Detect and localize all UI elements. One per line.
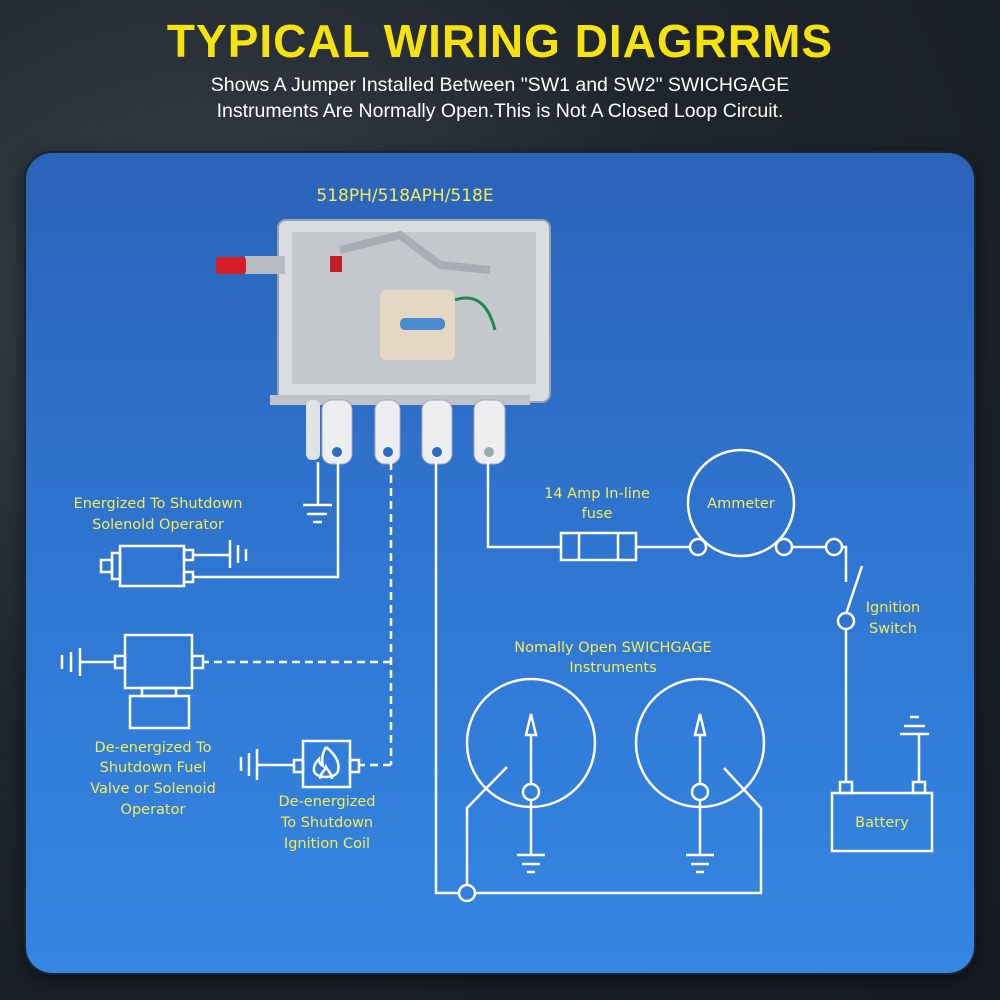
swichgage-gauge-right	[634, 677, 766, 874]
fuel-label-3: Valve or Solenoid	[90, 781, 216, 797]
fuel-label-4: Operator	[121, 802, 186, 818]
ground-terminal-wire	[303, 462, 332, 524]
power-circuit	[486, 448, 864, 782]
energized-label-1: Energized To Shutdown	[74, 496, 243, 512]
gauges-label-2: Instruments	[569, 660, 656, 676]
fuel-label-1: De-energized To	[95, 740, 212, 756]
flame-icon	[312, 746, 340, 780]
battery	[830, 715, 934, 853]
subtitle-line-2: Instruments Are Normally Open.This is No…	[216, 100, 784, 122]
energized-label-2: Solenold Operator	[92, 517, 224, 533]
fuel-label-2: Shutdown Fuel	[100, 760, 207, 776]
gauges-label-1: Nomally Open SWICHGAGE	[514, 640, 711, 656]
battery-label: Battery	[855, 815, 909, 831]
gauge-wiring	[434, 462, 763, 903]
ignition-label-1: Ignition	[866, 600, 920, 616]
coil-label-2: To Shutdown	[280, 815, 373, 831]
shutdown-switch-device	[216, 219, 551, 465]
swichgage-gauge-left	[465, 677, 597, 874]
ignition-coil	[239, 739, 361, 789]
fuel-valve-solenoid	[60, 633, 205, 730]
coil-label-3: Ignition Coil	[284, 836, 370, 852]
ammeter-label: Ammeter	[707, 496, 775, 512]
coil-label-1: De-energized	[278, 794, 375, 810]
ammeter-circle	[686, 448, 796, 558]
ignition-switch	[836, 611, 856, 631]
device-model-label: 518PH/518APH/518E	[316, 186, 493, 206]
inline-fuse	[559, 531, 638, 562]
fuse-label-2: fuse	[582, 506, 613, 522]
page-title: TYPICAL WIRING DIAGRRMS	[166, 15, 834, 67]
energized-solenoid	[99, 462, 340, 588]
fuse-label-1: 14 Amp In-line	[544, 486, 650, 502]
ignition-label-2: Switch	[869, 621, 917, 637]
subtitle-line-1: Shows A Jumper Installed Between "SW1 an…	[210, 74, 790, 96]
